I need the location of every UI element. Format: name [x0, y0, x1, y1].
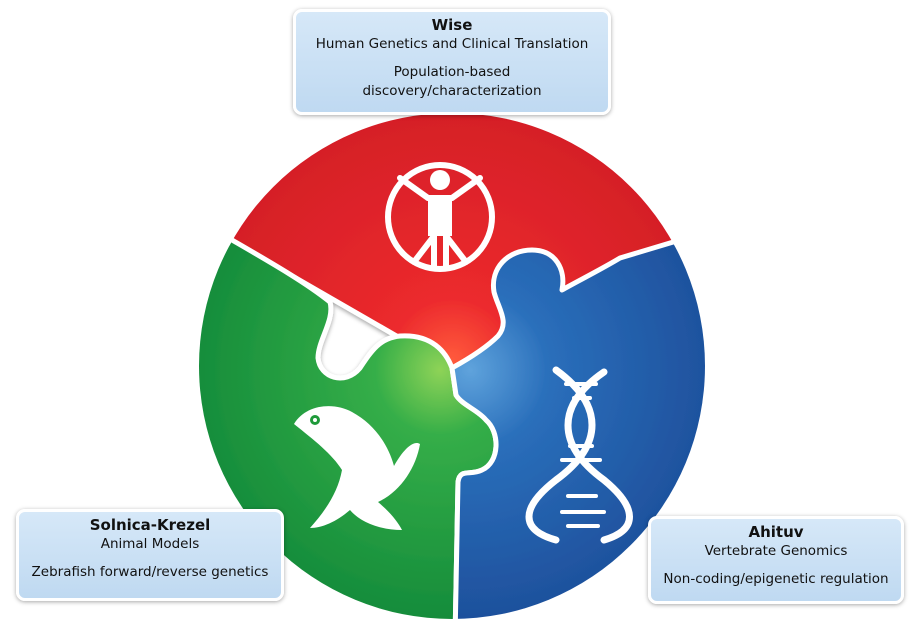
- callout-ahituv: Ahituv Vertebrate Genomics Non-coding/ep…: [648, 516, 904, 604]
- callout-wise: Wise Human Genetics and Clinical Transla…: [293, 9, 611, 115]
- puzzle-piece-blue: [449, 237, 705, 619]
- callout-wise-subtitle: Human Genetics and Clinical Translation: [315, 36, 589, 52]
- callout-wise-detail-line2: discovery/characterization: [362, 83, 542, 99]
- callout-solnica-detail: Zebrafish forward/reverse genetics: [31, 564, 269, 580]
- callout-solnica: Solnica-Krezel Animal Models Zebrafish f…: [16, 509, 284, 601]
- callout-ahituv-detail: Non-coding/epigenetic regulation: [663, 571, 889, 587]
- callout-wise-name: Wise: [431, 16, 473, 34]
- callout-solnica-name: Solnica-Krezel: [89, 516, 211, 534]
- callout-ahituv-name: Ahituv: [748, 523, 804, 541]
- callout-ahituv-subtitle: Vertebrate Genomics: [704, 543, 848, 559]
- callout-wise-detail-line1: Population-based: [393, 64, 511, 80]
- fish-icon: [294, 406, 420, 530]
- dna-helix-icon: [525, 366, 633, 544]
- vitruvian-man-icon: [385, 162, 495, 272]
- callout-solnica-subtitle: Animal Models: [100, 536, 200, 552]
